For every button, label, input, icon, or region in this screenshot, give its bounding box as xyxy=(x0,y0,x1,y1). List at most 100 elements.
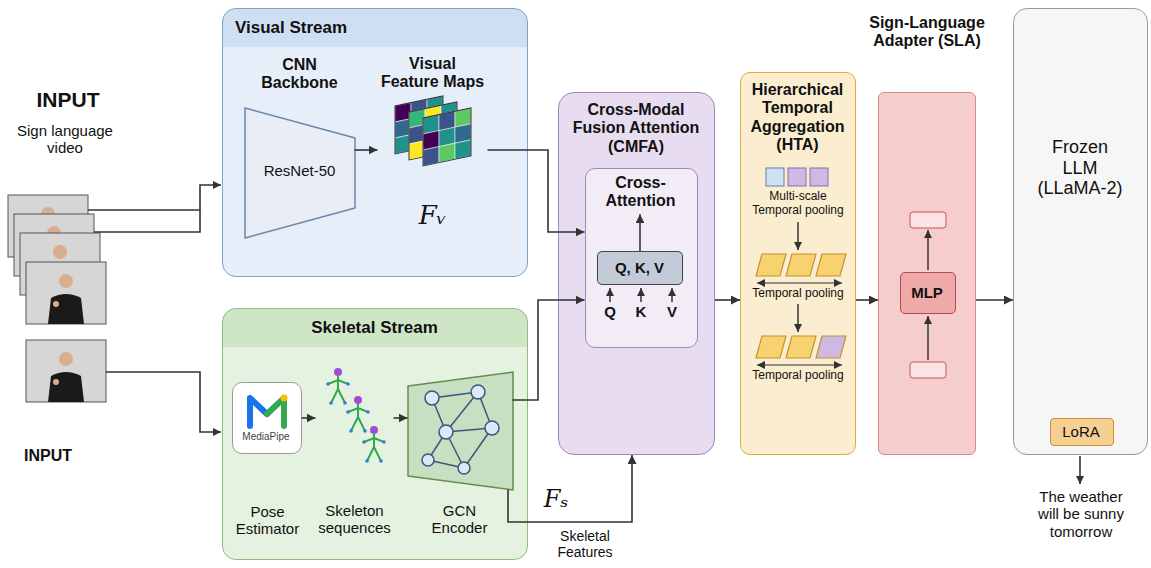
illustration-part xyxy=(26,262,106,324)
illustration-part xyxy=(640,288,642,302)
adapter-panel-holder: Sign-Language Adapter (SLA) xyxy=(860,14,994,51)
pose-estimator-holder: MediaPipe xyxy=(233,431,300,443)
llm-panel: Frozen LLM (LLaMA-2) LoRA xyxy=(1013,8,1148,455)
fusion-panel-holder: Cross-Modal Fusion Attention (CMFA) xyxy=(563,101,709,156)
illustration-part xyxy=(797,304,799,332)
pooling-caption-text: Multi-scale Temporal pooling xyxy=(746,190,850,218)
llm-panel-text: Frozen LLM (LLaMA-2) xyxy=(1034,137,1126,199)
input-letter-text: V xyxy=(662,303,682,320)
stream-panel-holder: Visual Stream xyxy=(235,18,455,38)
cnn-backbone-text: ResNet-50 xyxy=(245,162,355,179)
illustration-part xyxy=(485,421,499,435)
skeleton-sequences: Skeleton sequences xyxy=(316,360,394,470)
adapter-panel: Sign-Language Adapter (SLA)MLP xyxy=(878,92,976,455)
illustration-part xyxy=(250,398,267,426)
graph-icon xyxy=(422,385,499,474)
stream-panel-holder: Skeletal Stream xyxy=(223,318,526,338)
illustration-part xyxy=(281,395,288,402)
pooling-caption-holder: Temporal pooling xyxy=(746,287,850,301)
flow-arrow xyxy=(488,150,585,232)
illustration-part xyxy=(816,336,846,358)
illustration-part xyxy=(810,168,828,186)
illustration-part xyxy=(326,368,350,405)
flow-arrow xyxy=(715,299,740,301)
feature-symbol-holder: Fₛ xyxy=(536,486,576,514)
illustration-part xyxy=(471,385,485,399)
pose-estimator-holder: Pose Estimator xyxy=(227,503,309,538)
illustration-part xyxy=(756,336,846,358)
aggregation-panel-text: Hierarchical Temporal Aggregation (HTA) xyxy=(743,81,852,155)
pooling-illustration xyxy=(756,168,846,365)
input-letter-text: K xyxy=(631,303,651,320)
illustration-part xyxy=(458,462,470,474)
illustration-part xyxy=(756,254,786,276)
skeleton-sequences-holder: Skeleton sequences xyxy=(312,502,398,537)
skeleton-sequences-text: Skeleton sequences xyxy=(312,502,398,537)
cnn-backbone-holder: ResNet-50 xyxy=(245,162,355,179)
input-heading-text: INPUT xyxy=(6,447,90,465)
input-letter-holder: K xyxy=(631,303,651,320)
input-heading-holder: INPUT xyxy=(6,447,90,465)
illustration-part xyxy=(910,362,946,378)
flow-arrow xyxy=(856,299,878,301)
qkv-box-text: Q, K, V xyxy=(598,259,681,276)
illustration-part xyxy=(786,336,816,358)
feature-maps-holder: Visual Feature Maps xyxy=(379,55,487,92)
illustration-part xyxy=(1079,456,1081,484)
illustration-part xyxy=(797,222,799,250)
cnn-backbone-holder: CNN Backbone xyxy=(250,56,350,93)
mlp-box-holder: MLP xyxy=(901,284,954,301)
illustration-part xyxy=(927,230,929,270)
illustration-part xyxy=(94,210,200,232)
illustration-part xyxy=(786,254,816,276)
stream-panel: Visual StreamCNN BackboneResNet-50Visual… xyxy=(222,8,528,277)
illustration-part xyxy=(609,288,611,302)
stream-panel-text: Visual Stream xyxy=(235,18,455,38)
qkv-arrows xyxy=(610,288,672,302)
feature-maps xyxy=(395,96,471,166)
adapter-layers xyxy=(910,212,946,378)
output-sentence-holder: The weather will be sunny tomorrow xyxy=(1029,488,1133,540)
pose-estimator-text: MediaPipe xyxy=(233,431,300,443)
feature-maps-text: Fᵥ xyxy=(378,201,488,231)
illustration-part xyxy=(26,340,106,402)
feature-maps-text: Visual Feature Maps xyxy=(379,55,487,92)
illustration-part xyxy=(106,372,221,432)
input-wires xyxy=(88,185,221,432)
flow-arrow xyxy=(513,300,585,400)
input-heading-text: INPUT xyxy=(20,88,116,112)
illustration-part xyxy=(439,425,453,439)
fusion-panel-text: Cross-Modal Fusion Attention (CMFA) xyxy=(563,101,709,156)
illustration-part xyxy=(766,168,784,186)
lora-box-holder: LoRA xyxy=(1051,423,1112,440)
attention-box-text: Cross-Attention xyxy=(588,174,694,211)
flow-arrow xyxy=(508,455,632,522)
flow-arrow xyxy=(976,299,1013,301)
illustration-part xyxy=(910,212,946,228)
pooling-caption-text: Temporal pooling xyxy=(746,287,850,301)
gcn-encoder-holder: GCN Encoder xyxy=(420,502,500,537)
pose-estimator: MediaPipePose Estimator xyxy=(232,382,302,454)
feature-maps-holder: Fᵥ xyxy=(378,201,488,231)
output-sentence-text: The weather will be sunny tomorrow xyxy=(1029,488,1133,540)
gcn-encoder-text: GCN Encoder xyxy=(420,502,500,537)
attention-box: Cross-Attention Q, K, V xyxy=(585,168,698,348)
input-letter-holder: V xyxy=(662,303,682,320)
illustration-part xyxy=(756,336,786,358)
illustration-part xyxy=(362,426,386,463)
cnn-backbone: CNN BackboneResNet-50 xyxy=(245,108,355,238)
input-letter-holder: Q xyxy=(600,303,620,320)
illustration-part xyxy=(671,288,673,302)
flow-arrow xyxy=(355,149,378,151)
illustration-part xyxy=(422,385,499,474)
cnn-backbone-text: CNN Backbone xyxy=(250,56,350,93)
feature-caption-text: Skeletal Features xyxy=(540,528,630,560)
qkv-box-holder: Q, K, V xyxy=(598,259,681,276)
pooling-caption-holder: Multi-scale Temporal pooling xyxy=(746,190,850,218)
pose-estimator-text: Pose Estimator xyxy=(227,503,309,538)
input-caption-text: Sign language video xyxy=(10,122,120,157)
flow-arrow xyxy=(639,214,641,251)
